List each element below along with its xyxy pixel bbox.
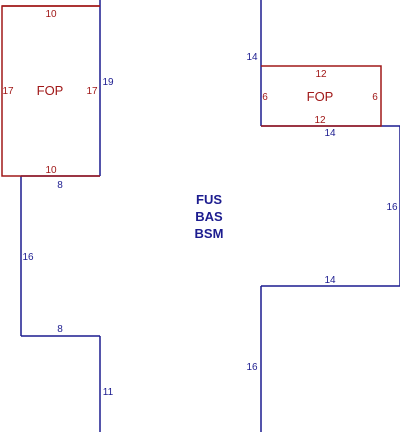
porch-right-right-dim: 6: [372, 92, 378, 103]
porch-outlines: [1, 5, 382, 177]
main-area-label: FUS BAS BSM: [195, 192, 224, 241]
main-area-label-line-1: FUS: [196, 192, 222, 207]
dim-right-top-step: 14: [324, 128, 336, 139]
dim-left-step-top: 8: [57, 180, 63, 191]
porch-right-top-dim: 12: [315, 69, 327, 80]
main-area-label-line-2: BAS: [195, 209, 223, 224]
dim-left-step-bottom: 8: [57, 324, 63, 335]
dim-left-lower-edge: 11: [103, 387, 114, 398]
porch-left-label: FOP: [37, 83, 64, 98]
dim-right-upper-edge: 14: [246, 52, 258, 63]
main-area-label-line-3: BSM: [195, 226, 224, 241]
porch-left-right-dim: 17: [86, 86, 98, 97]
porch-right-left-dim: 6: [262, 92, 268, 103]
porch-left-bottom-dim: 10: [45, 165, 57, 176]
dim-left-upper-edge: 19: [102, 77, 114, 88]
porch-right-label: FOP: [307, 89, 334, 104]
dim-right-lower-edge: 16: [246, 362, 258, 373]
dim-right-vertical: 16: [386, 202, 398, 213]
dim-left-vertical: 16: [22, 252, 34, 263]
dim-right-bottom-step: 14: [324, 275, 336, 286]
porch-left-left-dim: 17: [2, 86, 14, 97]
porch-left-top-dim: 10: [45, 9, 57, 20]
porch-right-bottom-dim: 12: [314, 115, 326, 126]
porch-right-outline: [261, 65, 382, 127]
